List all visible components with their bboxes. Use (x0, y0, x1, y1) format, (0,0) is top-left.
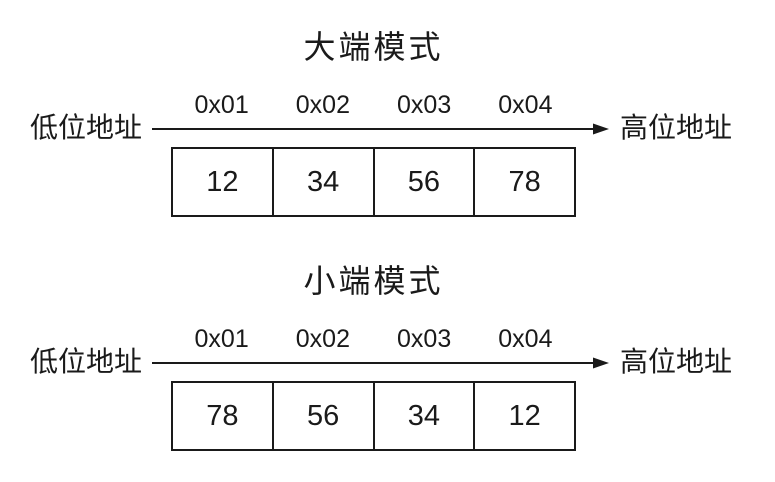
byte-cell: 34 (372, 383, 474, 449)
address-direction-arrow (152, 355, 610, 371)
address-label: 0x03 (397, 325, 452, 353)
big-endian-section: 大端模式 0x01 0x02 0x03 0x04 低位地址 高位地址 12 34… (0, 0, 775, 234)
address-direction-arrow (152, 121, 610, 137)
address-labels-row: 0x01 0x02 0x03 0x04 (171, 326, 576, 352)
high-address-label: 高位地址 (620, 346, 733, 377)
memory-bytes-row: 78 56 34 12 (171, 381, 576, 451)
low-address-label: 低位地址 (30, 112, 143, 143)
low-address-label: 低位地址 (30, 346, 143, 377)
byte-cell: 56 (271, 383, 373, 449)
memory-bytes-row: 12 34 56 78 (171, 147, 576, 217)
little-endian-section: 小端模式 0x01 0x02 0x03 0x04 低位地址 高位地址 78 56… (0, 234, 775, 468)
address-label: 0x01 (194, 91, 249, 119)
address-label: 0x03 (397, 91, 452, 119)
byte-cell: 78 (206, 399, 239, 432)
byte-cell: 12 (473, 383, 574, 449)
byte-cell: 12 (206, 165, 239, 198)
address-label: 0x04 (498, 325, 553, 353)
right-arrow-icon (152, 123, 609, 135)
byte-cell: 34 (271, 149, 373, 215)
little-endian-title: 小端模式 (303, 263, 444, 299)
byte-cell: 56 (372, 149, 474, 215)
high-address-label: 高位地址 (620, 112, 733, 143)
big-endian-title: 大端模式 (303, 29, 444, 65)
address-labels-row: 0x01 0x02 0x03 0x04 (171, 92, 576, 118)
address-label: 0x01 (194, 325, 249, 353)
byte-cell: 78 (473, 149, 574, 215)
right-arrow-icon (152, 357, 609, 369)
address-label: 0x02 (295, 91, 350, 119)
address-label: 0x04 (498, 91, 553, 119)
address-label: 0x02 (295, 325, 350, 353)
